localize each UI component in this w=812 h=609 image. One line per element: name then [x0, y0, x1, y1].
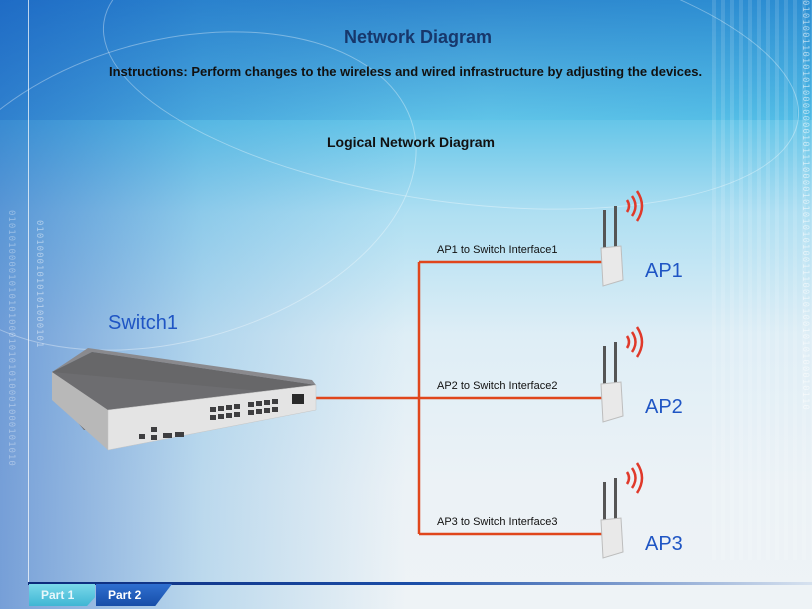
switch1-label: Switch1 [108, 312, 179, 334]
ap1-device[interactable] [600, 190, 644, 287]
cables [316, 260, 606, 536]
ap3-device[interactable] [600, 462, 644, 559]
tab-part-2[interactable]: Part 2 [96, 584, 172, 606]
binary-decoration: 01010001010101000101 [34, 220, 44, 349]
wifi-signal-icon [625, 190, 644, 222]
ap3-label: AP3 [645, 533, 683, 555]
tab-part-1[interactable]: Part 1 [29, 584, 95, 606]
ap2-label: AP2 [645, 396, 683, 418]
wifi-signal-icon [625, 462, 644, 494]
instructions-text: Instructions: Perform changes to the wir… [109, 64, 703, 79]
link-label-ap3: AP3 to Switch Interface3 [437, 516, 558, 528]
switch-ports [139, 394, 304, 440]
link-label-ap1: AP1 to Switch Interface1 [437, 244, 558, 256]
footer-divider [28, 582, 812, 585]
header-band [0, 0, 812, 120]
ap1-label: AP1 [645, 260, 683, 282]
binary-decoration: 0101001101010100000001011100001010101010… [800, 0, 810, 411]
ap2-device[interactable] [600, 326, 644, 423]
link-label-ap2: AP2 to Switch Interface2 [437, 380, 558, 392]
binary-decoration: 0101010000101010100010101010001000101010 [6, 210, 16, 467]
diagram-subtitle: Logical Network Diagram [326, 134, 496, 150]
page-title: Network Diagram [343, 27, 493, 47]
background-stripes [712, 0, 812, 560]
switch1-device[interactable] [52, 348, 317, 451]
wifi-signal-icon [625, 326, 644, 358]
content-frame [28, 0, 799, 582]
